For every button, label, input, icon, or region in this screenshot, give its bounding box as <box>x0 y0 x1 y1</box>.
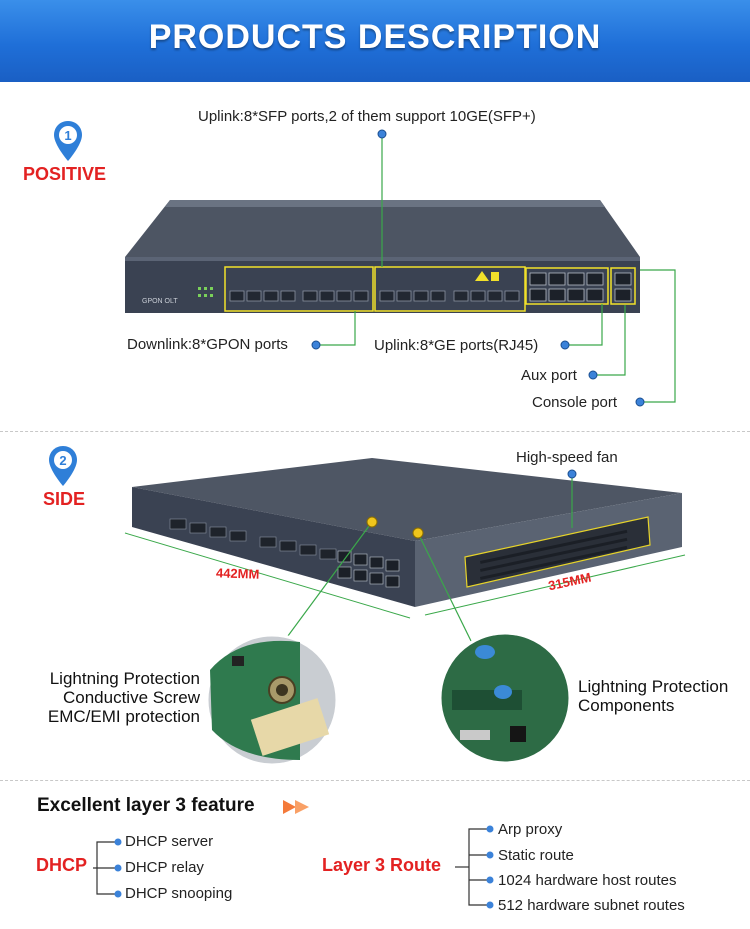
location-pin-icon: 1 <box>54 121 82 161</box>
l3-item: 1024 hardware host routes <box>498 872 677 889</box>
right-closeup-callout: Lightning Protection Components <box>578 677 728 715</box>
location-pin-icon: 2 <box>49 446 77 486</box>
fan-callout: High-speed fan <box>516 449 618 466</box>
callout-line: Conductive Screw <box>62 688 200 707</box>
callout-line: Components <box>578 696 675 715</box>
device-label: GPON OLT <box>142 298 178 305</box>
l3-item: Arp proxy <box>498 821 563 838</box>
aux-port-callout: Aux port <box>521 367 577 384</box>
header-banner <box>0 0 750 82</box>
l3-item: Static route <box>498 847 574 864</box>
section-divider <box>0 780 750 781</box>
uplink-ge-callout: Uplink:8*GE ports(RJ45) <box>374 337 539 354</box>
pin-number: 1 <box>64 128 71 143</box>
downlink-callout: Downlink:8*GPON ports <box>127 336 288 353</box>
layer3-tree-lines <box>455 825 494 909</box>
dhcp-item: DHCP relay <box>125 859 204 876</box>
screw-closeup <box>205 633 339 767</box>
pin-number: 2 <box>59 453 66 468</box>
dhcp-label: DHCP <box>36 855 88 875</box>
layer3-label: Layer 3 Route <box>322 855 442 875</box>
dhcp-tree-lines <box>93 838 122 898</box>
section-divider <box>0 431 750 432</box>
positive-label: POSITIVE <box>23 164 107 184</box>
features-title: Excellent layer 3 feature <box>37 795 255 816</box>
components-closeup <box>438 631 572 765</box>
uplink-sfp-callout: Uplink:8*SFP ports,2 of them support 10G… <box>198 108 536 125</box>
l3-item: 512 hardware subnet routes <box>498 897 685 914</box>
dhcp-item: DHCP server <box>125 833 214 850</box>
callout-line: Lightning Protection <box>578 677 729 696</box>
callout-line: Lightning Protection <box>49 669 200 688</box>
console-port-callout: Console port <box>532 394 618 411</box>
page-title: PRODUCTS DESCRIPTION <box>148 18 602 56</box>
side-leader-lines <box>205 469 577 767</box>
double-arrow-icon <box>283 800 309 814</box>
dhcp-item: DHCP snooping <box>125 885 233 902</box>
callout-line: EMC/EMI protection <box>47 707 200 726</box>
side-label: SIDE <box>43 489 86 509</box>
positive-leader-lines <box>311 129 676 407</box>
left-closeup-callout: Lightning Protection Conductive Screw EM… <box>42 669 200 726</box>
olt-side-view <box>124 458 686 619</box>
